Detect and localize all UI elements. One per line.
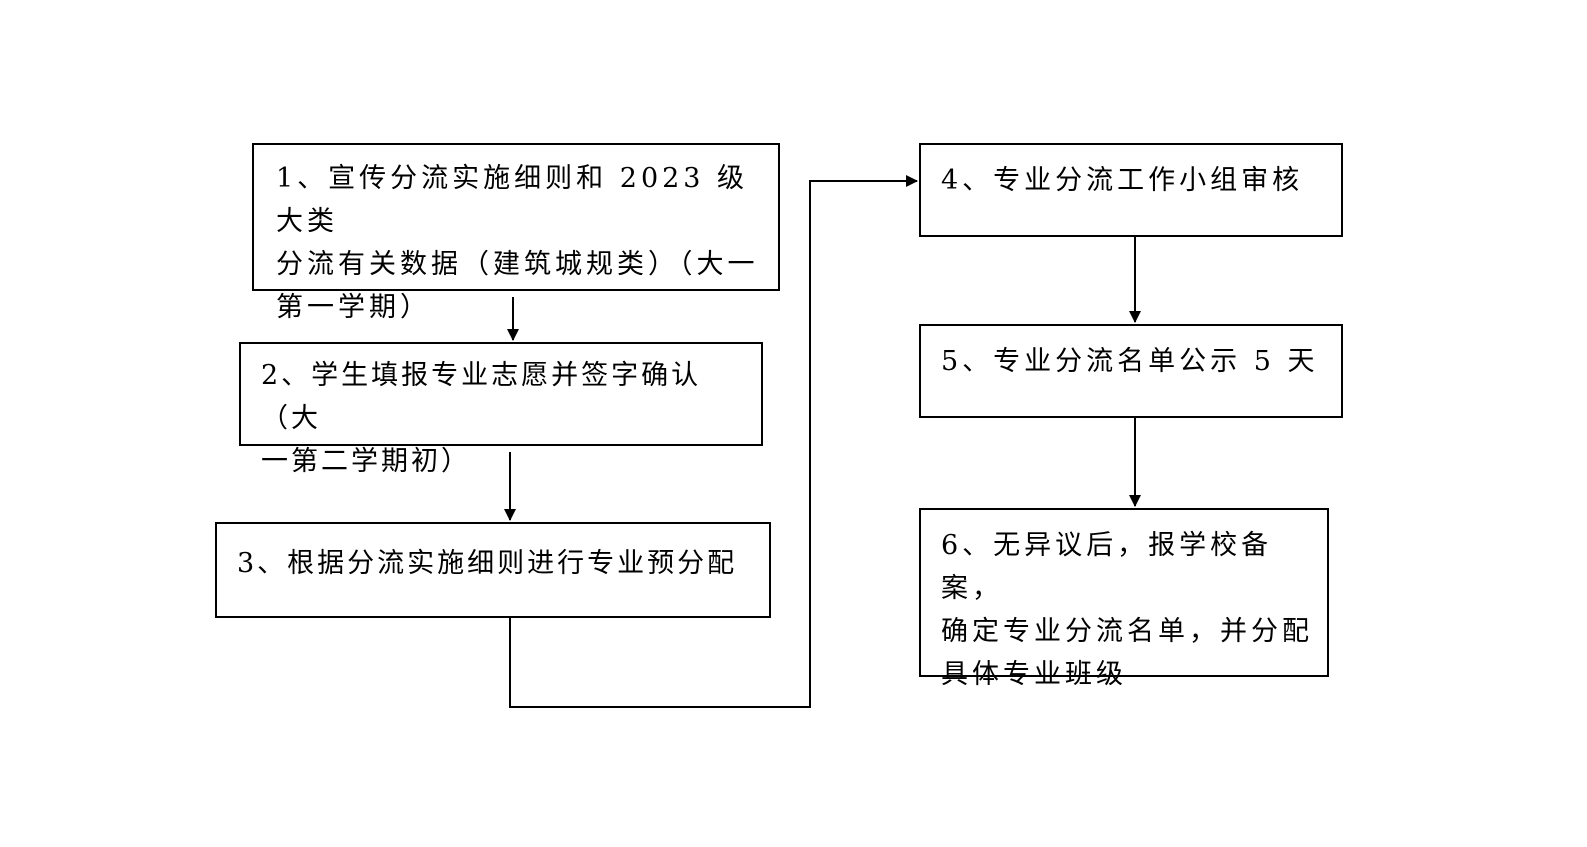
step-1-text: 1、宣传分流实施细则和 2023 级大类 分流有关数据（建筑城规类）（大一 第一… [276,163,759,323]
step-5-text: 5、专业分流名单公示 5 天 [941,346,1319,377]
step-4-box: 4、专业分流工作小组审核 [919,143,1343,237]
step-3-text: 3、根据分流实施细则进行专业预分配 [237,548,738,579]
step-1-box: 1、宣传分流实施细则和 2023 级大类 分流有关数据（建筑城规类）（大一 第一… [252,143,780,323]
step-4-text: 4、专业分流工作小组审核 [941,165,1304,196]
step-5-box: 5、专业分流名单公示 5 天 [919,324,1343,418]
step-6-text: 6、无异议后，报学校备案， 确定专业分流名单，并分配 具体专业班级 [941,530,1313,690]
step-2-box: 2、学生填报专业志愿并签字确认（大 一第二学期初） [239,342,763,477]
step-3-box: 3、根据分流实施细则进行专业预分配 [215,522,771,618]
arrow-step3-to-step4 [509,175,918,708]
step-6-box: 6、无异议后，报学校备案， 确定专业分流名单，并分配 具体专业班级 [919,508,1329,690]
step-2-text: 2、学生填报专业志愿并签字确认（大 一第二学期初） [261,360,702,477]
